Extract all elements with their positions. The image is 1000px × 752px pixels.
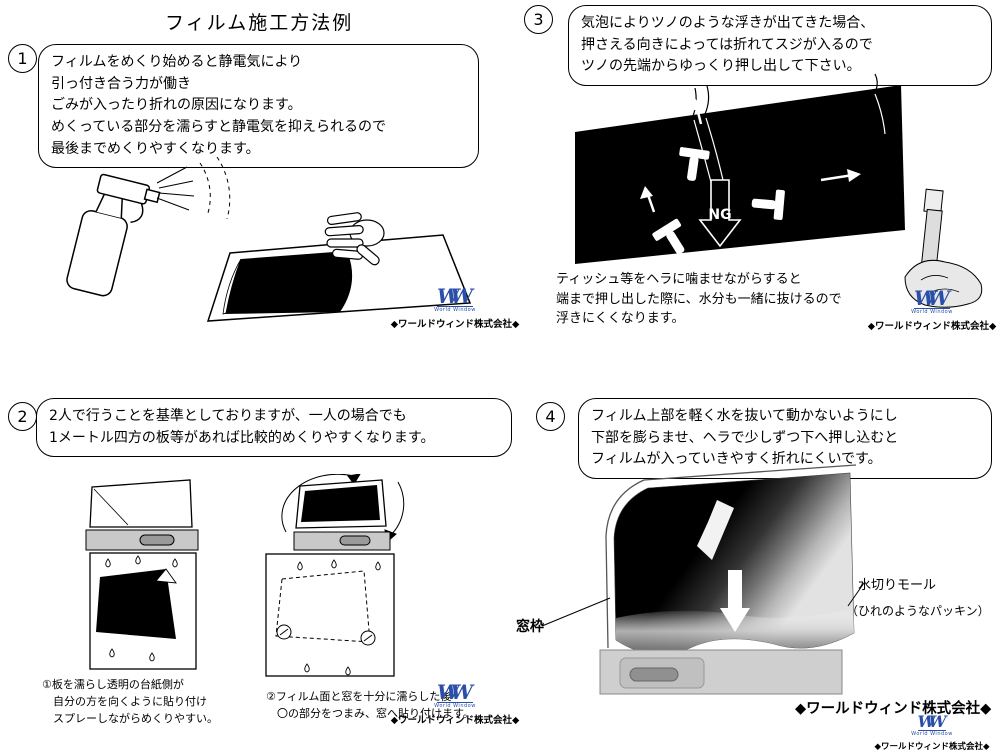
step3-note: ティッシュ等をヘラに噛ませながらすると 端まで押し出した際に、水分も一緒に抜ける… bbox=[556, 272, 842, 326]
step3-number: 3 bbox=[524, 5, 553, 34]
company-name-large: ◆ワールドウィンド株式会社◆ bbox=[795, 701, 992, 717]
film-on-board bbox=[96, 568, 177, 639]
company-name-small: ◆ワールドウィンド株式会社◆ bbox=[390, 318, 520, 330]
world-window-logo: WW World Window ◆ワールドウィンド株式会社◆ bbox=[375, 682, 535, 726]
step2-caption-window: ②フィルム面と窓を十分に濡らした後 〇の部分をつまみ、窓へ貼り付けます。 bbox=[266, 690, 474, 721]
molding-label: 水切りモール bbox=[858, 578, 937, 593]
squeegee-icon bbox=[751, 169, 861, 220]
window-film-black bbox=[575, 85, 905, 264]
window-glass bbox=[89, 479, 193, 528]
world-window-logo: WW World Window ◆ワールドウィンド株式会社◆ bbox=[852, 288, 1000, 332]
ng-arrow: NG bbox=[698, 179, 742, 248]
step2-window-illustration bbox=[265, 474, 405, 677]
step4-number: 4 bbox=[536, 402, 565, 431]
step2-caption-board: ①板を濡らし透明の台紙側が 自分の方を向くように貼り付け スプレーしながらめくり… bbox=[42, 678, 218, 726]
ww-logo-icon: WW bbox=[437, 286, 473, 307]
ww-logo-icon: WW bbox=[914, 288, 950, 309]
window-frame-line bbox=[605, 464, 857, 649]
world-window-logo: WW World Window ◆ワールドウィンド株式会社◆ bbox=[852, 712, 1000, 752]
step4-instruction-bubble: フィルム上部を軽く水を抜いて動かないようにし 下部を膨らませ、ヘラで少しずつ下へ… bbox=[578, 398, 992, 480]
water-drop-icon bbox=[105, 555, 178, 662]
window-frame-label: 窓枠 bbox=[516, 619, 544, 635]
ww-logo-icon: WW bbox=[437, 682, 473, 703]
page-title: フィルム施工方法例 bbox=[165, 12, 354, 34]
logo-subtext: World Window bbox=[911, 309, 953, 315]
tissue-squeegee-icon bbox=[904, 188, 983, 308]
water-drop-icon bbox=[297, 559, 381, 676]
film-position-dashed bbox=[275, 570, 371, 643]
step4-illustration bbox=[541, 464, 865, 695]
company-name-small: ◆ワールドウィンド株式会社◆ bbox=[867, 320, 997, 332]
spray-bottle-icon bbox=[66, 173, 161, 297]
step2-board-illustration bbox=[85, 479, 199, 670]
logo-subtext: World Window bbox=[434, 703, 476, 709]
company-name-small: ◆ワールドウィンド株式会社◆ bbox=[390, 714, 520, 726]
hand-icon bbox=[324, 212, 385, 266]
molding-sublabel: （ひれのようなパッキン） bbox=[846, 604, 990, 618]
squeegee-icon bbox=[679, 98, 710, 181]
ww-logo-icon: WW bbox=[917, 714, 947, 731]
step2-instruction-bubble: 2人で行うことを基準としておりますが、一人の場合でも 1メートル四方の板等があれ… bbox=[36, 398, 512, 458]
door-panel bbox=[599, 649, 843, 695]
step3-instruction-bubble: 気泡によりツノのような浮きが出てきた場合、 押さえる向きによっては折れてスジが入… bbox=[568, 5, 992, 87]
window-frame-pointer-line bbox=[541, 597, 611, 627]
step1-illustration bbox=[66, 156, 472, 322]
step1-instruction-bubble: フィルムをめくり始めると静電気により 引っ付き合う力が働き ごみが入ったり折れの… bbox=[38, 44, 479, 169]
pinch-point-markers bbox=[276, 624, 376, 646]
logo-subtext: World Window bbox=[434, 307, 476, 313]
step3-illustration: NG bbox=[575, 73, 983, 308]
spray-mist-lines bbox=[156, 156, 231, 220]
film-sheet bbox=[206, 234, 472, 322]
window-panel bbox=[265, 553, 395, 677]
push-down-arrow bbox=[720, 570, 750, 632]
logo-subtext: World Window bbox=[911, 731, 953, 737]
step2-number: 2 bbox=[8, 402, 37, 431]
ng-label: NG bbox=[708, 207, 731, 223]
company-name-small: ◆ワールドウィンド株式会社◆ bbox=[874, 741, 990, 752]
window-glass-with-film bbox=[295, 479, 387, 529]
squeegee-icon bbox=[640, 186, 685, 255]
world-window-logo: WW World Window ◆ワールドウィンド株式会社◆ bbox=[375, 286, 535, 330]
molding-pointer-line bbox=[847, 582, 865, 607]
door-top-band bbox=[293, 531, 391, 551]
step1-number: 1 bbox=[8, 44, 37, 73]
squeegee-icon bbox=[697, 500, 734, 560]
door-top-band bbox=[85, 529, 199, 551]
